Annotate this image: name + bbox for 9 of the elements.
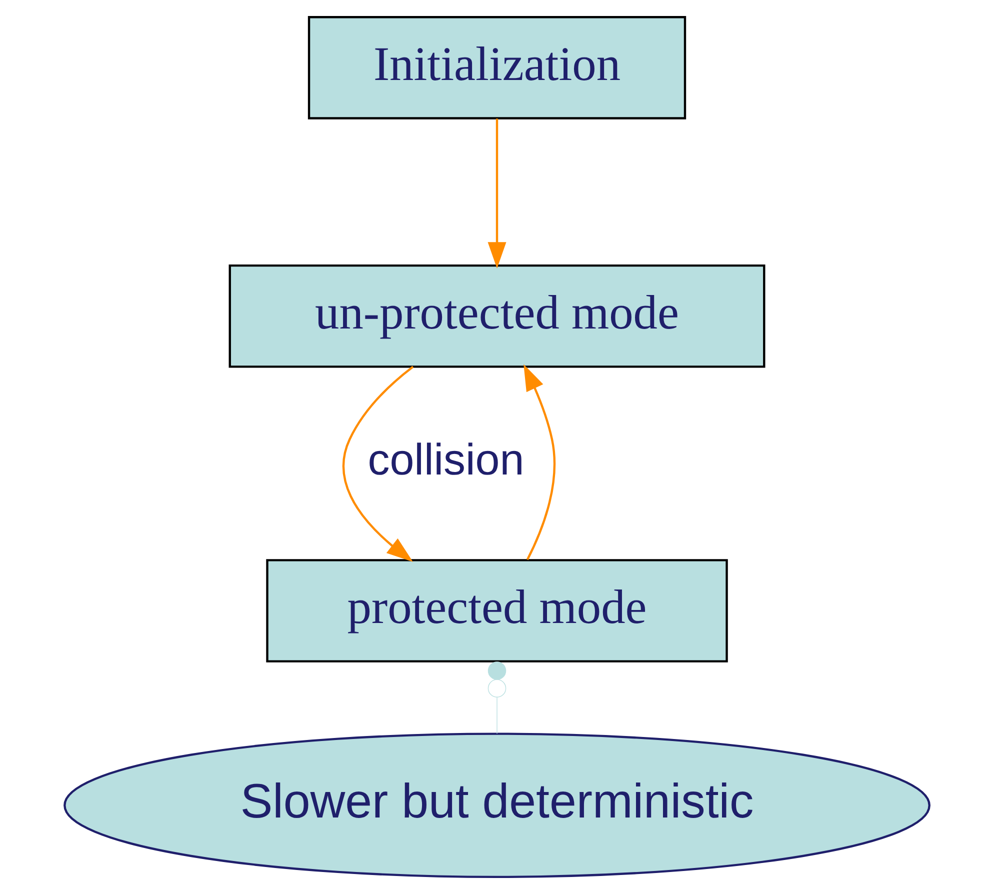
- connector: [488, 662, 506, 734]
- node-box: un-protected mode: [228, 264, 766, 368]
- arrow: [488, 118, 506, 269]
- node-box: Initialization: [308, 16, 686, 120]
- node-box: protected mode: [266, 559, 728, 662]
- arrow: [524, 364, 556, 560]
- arrow: [342, 366, 414, 562]
- node-ellipse: Slower but deterministic: [64, 732, 930, 878]
- edge-label: collision: [368, 435, 524, 484]
